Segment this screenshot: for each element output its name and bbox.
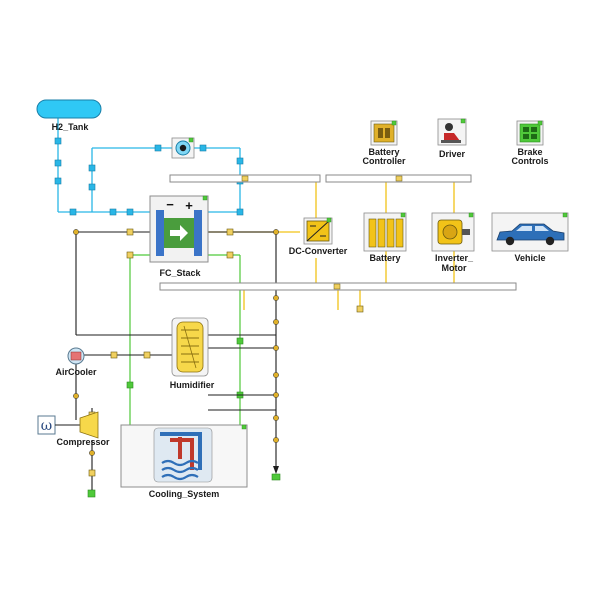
vehicle-block[interactable]: Vehicle [491, 212, 569, 263]
battery-block[interactable]: Battery [363, 212, 407, 263]
hydrogen-lines [57, 118, 241, 213]
fc-stack-block[interactable]: − + FC_Stack [149, 195, 209, 278]
port-squares [88, 228, 364, 477]
speed-source-symbol: ω [41, 418, 52, 434]
battery-controller-label-line1: Battery [368, 147, 399, 157]
bus-top-right [325, 174, 472, 183]
plus-sign: + [185, 198, 193, 213]
brake-icon [519, 123, 541, 143]
arrow-head [273, 466, 279, 474]
brake-controls-label-line2: Controls [512, 156, 549, 166]
bus-top-left [169, 174, 321, 183]
battery-controller-label-line2: Controller [362, 156, 405, 166]
inverter-motor-block[interactable]: Inverter_ Motor [431, 212, 475, 273]
cooling-system-block[interactable]: Cooling_System [120, 424, 248, 499]
driver-label: Driver [439, 149, 466, 159]
compressor-label: Compressor [56, 437, 110, 447]
inverter-motor-label-line2: Motor [442, 263, 467, 273]
air-cooler-label: AirCooler [55, 367, 97, 377]
humidifier-icon [176, 321, 204, 373]
dc-converter-block[interactable]: DC-Converter [289, 217, 348, 256]
cooling-system-label: Cooling_System [149, 489, 220, 499]
battery-icon [368, 218, 404, 248]
h2-pump-block[interactable] [171, 137, 195, 159]
bus-middle [159, 282, 517, 291]
battery-controller-block[interactable]: Battery Controller [362, 120, 406, 166]
vehicle-label: Vehicle [514, 253, 545, 263]
dc-converter-icon [306, 220, 330, 242]
pump-icon [175, 140, 191, 156]
mechanical-nodes [73, 229, 279, 456]
driver-icon [441, 123, 461, 143]
h2-tank-block[interactable]: H2_Tank [36, 99, 102, 132]
brake-controls-block[interactable]: Brake Controls [512, 120, 549, 166]
fc-stack-label: FC_Stack [159, 268, 201, 278]
fuel-cell-icon: − + [156, 197, 202, 256]
minus-sign: − [166, 197, 174, 212]
inverter-motor-label-line1: Inverter_ [435, 253, 474, 263]
controller-icon [373, 123, 395, 143]
cooling-icon [153, 427, 213, 483]
block-corner-markers [188, 118, 568, 430]
compressor-block[interactable]: Compressor [56, 411, 110, 447]
humidifier-block[interactable]: Humidifier [170, 317, 215, 390]
dc-converter-label: DC-Converter [289, 246, 348, 256]
terminal-port [271, 473, 281, 481]
cooler-icon [67, 347, 85, 365]
tank-icon [36, 99, 102, 119]
battery-label: Battery [369, 253, 400, 263]
air-cooler-block[interactable]: AirCooler [55, 347, 97, 377]
car-icon [496, 223, 565, 246]
h2-tank-label: H2_Tank [52, 122, 90, 132]
driver-block[interactable]: Driver [437, 118, 467, 159]
humidifier-label: Humidifier [170, 380, 215, 390]
speed-source-block[interactable]: ω [37, 415, 56, 435]
motor-icon [437, 219, 470, 245]
mechanical-lines [75, 231, 498, 490]
compressor-icon [79, 411, 99, 439]
brake-controls-label-line1: Brake [517, 147, 542, 157]
